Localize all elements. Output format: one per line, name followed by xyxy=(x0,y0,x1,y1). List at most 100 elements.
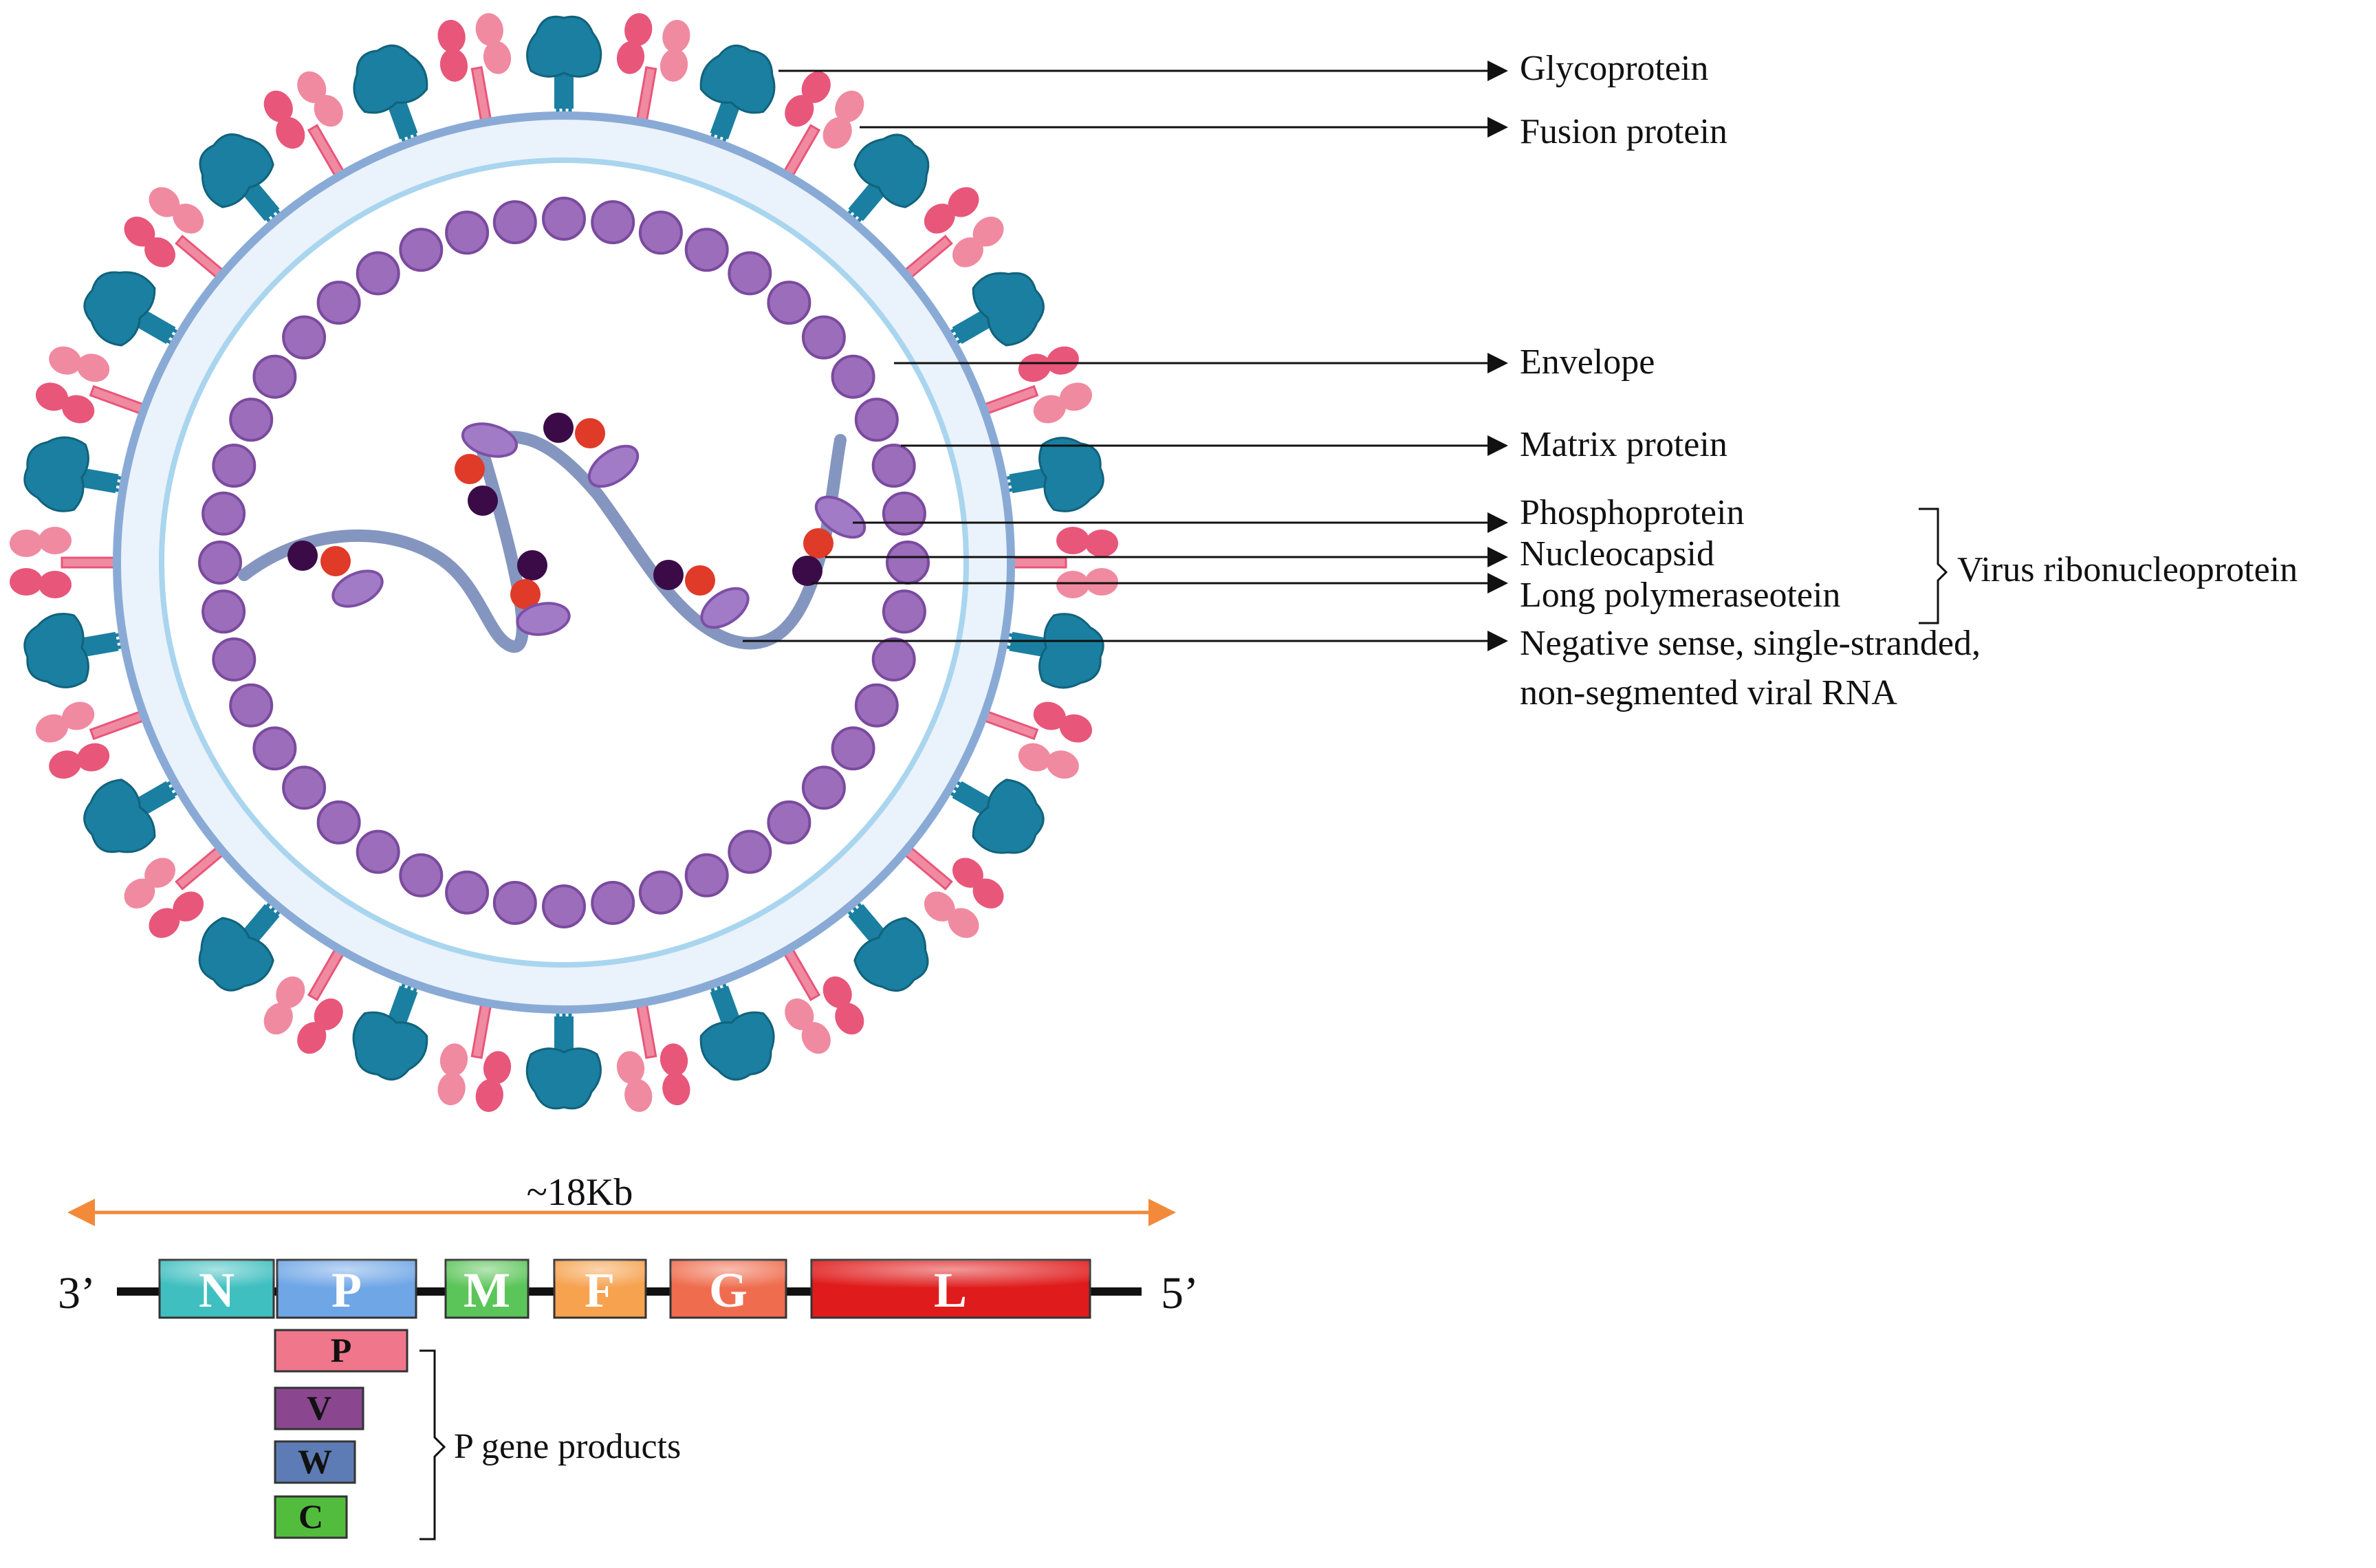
matrix-protein-bead xyxy=(854,683,899,728)
label-matrix-protein: Matrix protein xyxy=(1520,425,1727,464)
matrix-protein-bead xyxy=(638,210,683,255)
label-leaders xyxy=(743,61,1948,651)
gene-G: G xyxy=(669,1259,787,1319)
matrix-protein-bead xyxy=(542,197,586,241)
gene-P: P xyxy=(276,1259,417,1319)
nucleoprotein xyxy=(814,495,867,539)
polymerase xyxy=(287,541,318,571)
fusion-protein-spike xyxy=(688,922,775,1081)
matrix-protein-bead xyxy=(229,398,274,442)
p-gene-products: P V W C P gene products xyxy=(274,1329,681,1540)
gene-label-G: G xyxy=(709,1263,748,1318)
glycoprotein-spike xyxy=(948,527,1118,598)
matrix-protein-bead xyxy=(684,228,729,272)
nucleoprotein xyxy=(700,587,750,629)
gene-gloss xyxy=(446,1260,528,1287)
matrix-protein-bead xyxy=(684,853,729,897)
p-products-label: P gene products xyxy=(454,1427,681,1466)
nucleoprotein xyxy=(587,444,640,488)
phosphoprotein xyxy=(510,579,541,609)
matrix-protein-bead xyxy=(229,683,274,728)
genome-3prime-end: 3’ xyxy=(58,1268,96,1318)
matrix-protein-bead xyxy=(728,829,772,874)
label-rna-line2: non-segmented viral RNA xyxy=(1520,673,1897,712)
matrix-protein-bead xyxy=(767,800,811,845)
label-phosphoprotein: Phosphoprotein xyxy=(1520,493,1744,532)
matrix-protein-layer xyxy=(198,197,930,928)
matrix-protein-bead xyxy=(591,200,635,245)
polymerase xyxy=(468,486,498,516)
matrix-protein-bead xyxy=(871,444,916,488)
matrix-protein-bead xyxy=(252,354,297,399)
nucleoprotein xyxy=(461,422,519,458)
matrix-protein-bead xyxy=(356,251,400,296)
gene-label-N: N xyxy=(199,1263,235,1318)
matrix-protein-bead xyxy=(831,726,875,771)
phosphoprotein xyxy=(803,528,833,558)
matrix-protein-bead xyxy=(282,315,327,360)
nucleoprotein xyxy=(516,602,571,636)
matrix-protein-bead xyxy=(492,880,537,925)
virion-particle xyxy=(10,13,1118,1112)
matrix-protein-bead xyxy=(445,870,490,915)
matrix-protein-bead xyxy=(854,398,899,442)
label-long-polymerase: Long polymeraseotein xyxy=(1520,576,1840,615)
matrix-protein-bead xyxy=(399,228,444,272)
genome-map: ~18Kb 3’ 5’ N P M F G xyxy=(58,1171,1199,1540)
matrix-protein-bead xyxy=(212,637,257,682)
gene-L: L xyxy=(810,1259,1091,1319)
gene-gloss xyxy=(554,1260,646,1287)
gene-N: N xyxy=(158,1259,275,1319)
phosphoprotein xyxy=(320,546,351,576)
matrix-protein-bead xyxy=(252,726,297,771)
product-label-C: C xyxy=(298,1497,323,1536)
gene-label-M: M xyxy=(464,1263,510,1318)
polymerase xyxy=(792,556,822,586)
structure-labels: Glycoprotein Fusion protein Envelope Mat… xyxy=(1520,49,2298,712)
matrix-protein-bead xyxy=(316,800,361,845)
matrix-protein-bead xyxy=(801,765,846,810)
gene-label-L: L xyxy=(934,1263,967,1318)
product-label-W: W xyxy=(298,1442,332,1481)
matrix-protein-bead xyxy=(445,210,490,255)
genome-length-label: ~18Kb xyxy=(527,1171,633,1214)
genome-5prime-end: 5’ xyxy=(1161,1268,1199,1318)
matrix-protein-bead xyxy=(201,491,246,536)
gene-gloss xyxy=(671,1260,786,1287)
matrix-protein-bead xyxy=(871,637,916,682)
product-box-W xyxy=(274,1440,356,1484)
product-box-V xyxy=(274,1386,364,1430)
gene-gloss xyxy=(811,1260,1090,1287)
viral-rna-strand xyxy=(238,431,847,653)
matrix-protein-bead xyxy=(201,589,246,634)
product-box-P xyxy=(274,1329,408,1373)
matrix-protein-bead xyxy=(767,281,811,325)
gene-label-P: P xyxy=(331,1263,362,1318)
label-virus-ribonucleoprotein: Virus ribonucleoprotein xyxy=(1957,550,2298,589)
matrix-protein-bead xyxy=(399,853,444,897)
ribonucleoprotein-complexes xyxy=(287,413,867,636)
matrix-protein-bead xyxy=(882,589,926,634)
matrix-protein-bead xyxy=(492,200,537,245)
matrix-protein-bead xyxy=(198,541,242,585)
matrix-protein-bead xyxy=(882,491,926,536)
gene-M: M xyxy=(444,1259,530,1319)
matrix-protein-bead xyxy=(212,444,257,488)
label-rna-line1: Negative sense, single-stranded, xyxy=(1520,624,1981,663)
polymerase xyxy=(517,550,547,580)
envelope-inner-ring xyxy=(159,157,969,968)
label-fusion-protein: Fusion protein xyxy=(1520,112,1727,151)
label-glycoprotein: Glycoprotein xyxy=(1520,49,1708,88)
matrix-protein-bead xyxy=(638,870,683,915)
phosphoprotein xyxy=(455,454,485,484)
product-label-P: P xyxy=(331,1331,352,1369)
gene-gloss xyxy=(160,1260,274,1287)
matrix-protein-bead xyxy=(886,541,930,585)
label-nucleocapsid: Nucleocapsid xyxy=(1520,534,1714,574)
polymerase xyxy=(543,413,574,443)
matrix-protein-bead xyxy=(542,884,586,928)
gene-label-F: F xyxy=(585,1263,615,1318)
phosphoprotein xyxy=(575,418,605,448)
matrix-protein-bead xyxy=(316,281,361,325)
